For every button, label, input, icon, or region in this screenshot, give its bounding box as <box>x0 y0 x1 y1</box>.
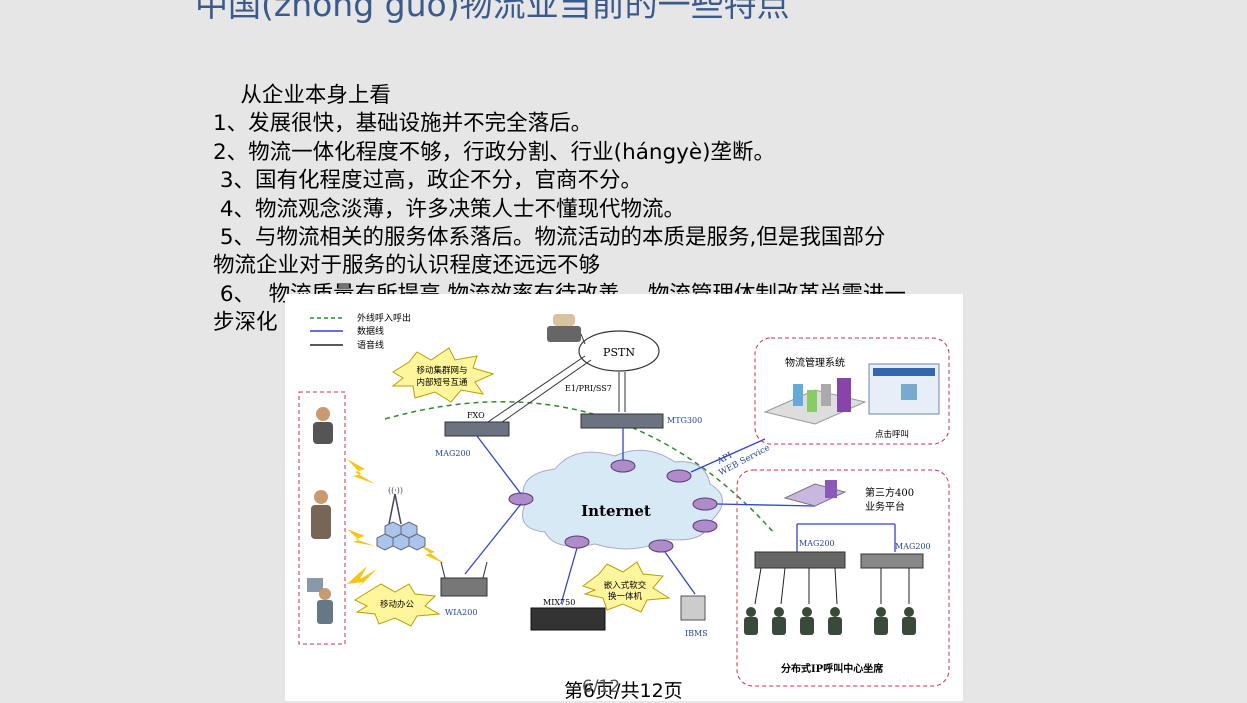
agent-seats <box>744 607 916 635</box>
body-line: 从企业本身上看 <box>213 83 391 108</box>
mix750-device: MIX750 <box>530 598 606 631</box>
burst-text: 内部短号互通 <box>416 377 468 388</box>
burst-text: 嵌入式软交 <box>604 580 647 591</box>
ibms-server: IBMS <box>680 595 708 638</box>
platform-icon <box>783 480 847 507</box>
person-icon <box>311 490 331 539</box>
page-number: 第6页/共12页 <box>564 680 683 702</box>
screenshot-thumbnail <box>868 363 940 415</box>
logistics-panel <box>754 337 950 445</box>
device-label: MAG200 <box>895 542 931 551</box>
slide-title: 中国(zhōng guó)物流业当前的一些特点 <box>195 0 790 24</box>
mag200-gateway <box>860 553 924 569</box>
body-line: 5、与物流相关的服务体系落后。物流活动的本质是服务,但是我国部分 <box>213 225 886 251</box>
body-line: 物流企业对于服务的认识程度还远远不够 <box>213 253 601 279</box>
platform-label: 业务平台 <box>865 500 905 513</box>
logistics-system-label: 物流管理系统 <box>785 356 845 369</box>
users-panel <box>298 391 346 645</box>
person-icon <box>313 407 333 444</box>
call-center-panel <box>736 469 950 687</box>
device-label: FXO <box>467 411 485 420</box>
body-line: 2、物流一体化程度不够，行政分割、行业(hángyè)垄断。 <box>213 139 775 165</box>
burst-text: 移动办公 <box>380 599 415 610</box>
network-diagram: 外线呼入呼出 数据线 语音线 ((·)) 移动集群网与 内部短号互通 移动办公 <box>285 294 963 701</box>
data-lines <box>464 428 896 605</box>
fxo-gateway: FXO MAG200 <box>435 411 510 458</box>
trunk-label: E1/PRI/SS7 <box>565 384 612 393</box>
click-call-label: 点击呼叫 <box>875 429 909 440</box>
device-label: MTG300 <box>667 416 702 425</box>
device-label: MAG200 <box>799 539 835 548</box>
device-label: MIX750 <box>543 598 575 607</box>
router-icon <box>508 459 718 553</box>
body-line: 3、国有化程度过高，政企不分，官商不分。 <box>213 168 643 194</box>
seats-label: 分布式IP呼叫中心坐席 <box>781 662 883 675</box>
burst-embedded-label: 嵌入式软交 换一体机 <box>581 561 671 613</box>
device-label: WIA200 <box>445 608 477 617</box>
body-line: 1、发展很快，基础设施并不完全落后。 <box>213 111 593 137</box>
wireless-icon <box>347 566 377 589</box>
device-label: IBMS <box>685 629 708 638</box>
legend: 外线呼入呼出 数据线 语音线 <box>310 312 411 351</box>
wia200-router: WIA200 <box>440 561 488 617</box>
legend-label: 语音线 <box>357 339 384 351</box>
voice-lines <box>754 567 910 605</box>
mtg300-gateway: MTG300 <box>580 413 702 429</box>
wireless-icon <box>347 459 375 484</box>
wireless-icon <box>347 529 375 546</box>
platform-label: 第三方400 <box>865 486 914 499</box>
svg-text:((·)): ((·)) <box>388 486 403 495</box>
legend-label: 外线呼入呼出 <box>357 312 411 324</box>
burst-office-label: 移动办公 <box>353 583 441 627</box>
burst-text: 移动集群网与 <box>416 365 467 376</box>
burst-text: 换一体机 <box>608 591 643 602</box>
device-label: MAG200 <box>435 449 471 458</box>
server-rack-icon <box>763 378 867 425</box>
cell-tower-icon: ((·)) <box>376 486 426 551</box>
page-number-overlay: 6/12 <box>582 677 621 697</box>
pstn-label: PSTN <box>603 346 635 359</box>
telephone-icon <box>547 314 581 342</box>
mag200-gateway <box>754 551 846 569</box>
person-computer-icon <box>307 578 333 624</box>
pstn-cloud: PSTN <box>578 330 660 372</box>
internet-label: Internet <box>581 502 651 520</box>
body-line: 步深化 <box>213 310 278 336</box>
page-footer: 第6页/共12页 6/12 <box>564 676 683 703</box>
legend-label: 数据线 <box>357 325 384 337</box>
burst-group-label: 移动集群网与 内部短号互通 <box>391 347 495 403</box>
body-line: 4、物流观念淡薄，许多决策人士不懂现代物流。 <box>213 196 686 222</box>
